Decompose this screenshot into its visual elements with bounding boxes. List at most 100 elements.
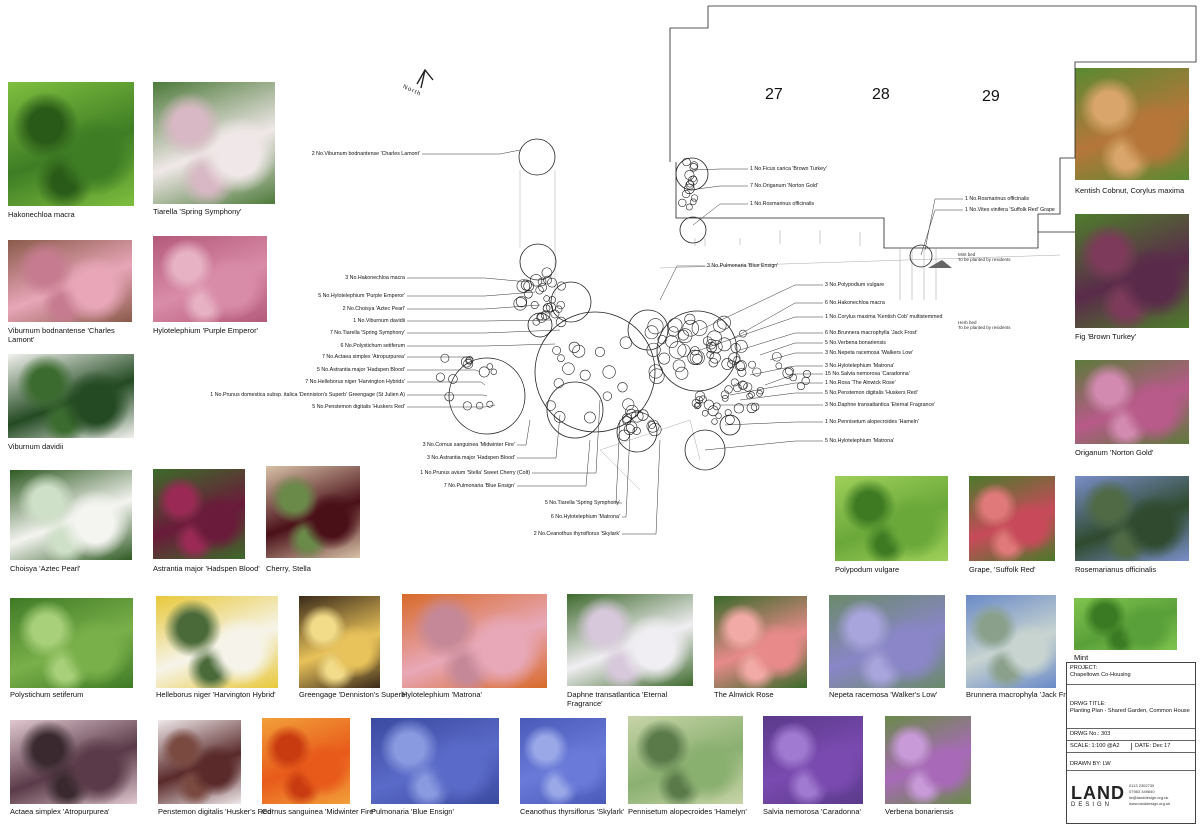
- leader-line: [689, 185, 748, 191]
- plant-symbol: [709, 352, 721, 364]
- leader-line: [407, 369, 481, 373]
- contact-details: 0113 2302730 07983 349840 lw@landdesign.…: [1129, 783, 1170, 807]
- plant-symbol: [490, 368, 497, 375]
- plan-label-left: 7 No.Tiarella 'Spring Symphony': [329, 330, 405, 336]
- plant-symbol: [707, 405, 719, 417]
- plant-symbol: [690, 175, 697, 182]
- plant-photo-ceanothus-thyrsiflorus-skylark: [520, 718, 606, 804]
- leader-line: [920, 209, 963, 256]
- plan-label-right: 6 No.Hakonechloa macra: [825, 300, 885, 306]
- plant-symbol: [694, 390, 706, 402]
- plant-photo-kentish-cobnut-corylus-maxima: [1075, 68, 1189, 180]
- building-outline: [669, 5, 1197, 249]
- drawing-number: DRWG No.: 303: [1067, 729, 1195, 741]
- plan-label-left: 3 No.Cornus sanguinea 'Midwinter Fire': [422, 442, 515, 448]
- plant-symbol: [648, 364, 663, 379]
- plant-photo-caption: Hylotelephium 'Purple Emperor': [153, 326, 258, 335]
- plan-label-left: 6 No.Polystichum setiferum: [340, 343, 405, 349]
- plan-label-left: 5 No.Tiarella 'Spring Symphony': [544, 500, 620, 506]
- plant-symbol: [772, 351, 782, 362]
- leader-line: [407, 343, 556, 347]
- plant-symbol: [658, 352, 671, 365]
- leader-line: [729, 382, 823, 396]
- plant-symbol: [706, 330, 723, 346]
- plan-label-left: 1 No.Prunus domestica subsp. italica 'De…: [210, 392, 405, 398]
- leader-line: [517, 414, 561, 459]
- plant-photo-caption: Penstemon digitalis 'Husker's Red': [158, 807, 273, 816]
- leader-line: [691, 168, 748, 171]
- plant-symbol: [523, 280, 535, 292]
- plant-symbol: [619, 336, 633, 349]
- plan-label-right: 1 No.Pennisetum alopecroides 'Hameln': [825, 419, 919, 425]
- drawing-title-row: DRWG TITLE: Planting Plan - Shared Garde…: [1067, 699, 1195, 729]
- plant-symbol: [622, 398, 635, 411]
- plant-photo-image: [153, 469, 245, 559]
- plant-photo-caption: Actaea simplex 'Atropurpurea': [10, 807, 110, 816]
- plant-symbol: [724, 414, 735, 425]
- north-arrow: [416, 68, 434, 89]
- plant-symbol: [736, 360, 747, 371]
- plant-symbol: [748, 360, 756, 369]
- plant-photo-caption: Pulmonaria 'Blue Ensign': [371, 807, 454, 816]
- plant-photo-helleborus-niger-harvington-hybrid: [156, 596, 278, 688]
- plant-photo-image: [763, 716, 863, 804]
- plan-label-left: 5 No.Astrantia major 'Hadspen Blood': [317, 367, 405, 373]
- plant-photo-caption: Verbena bonariensis: [885, 807, 954, 816]
- house-number-27: 27: [765, 86, 783, 103]
- plant-symbol: [556, 281, 566, 291]
- plant-symbol: [618, 429, 630, 441]
- plant-symbol: [739, 381, 748, 390]
- plant-photo-fig-brown-turkey: [1075, 214, 1189, 328]
- plant-symbol: [435, 372, 445, 382]
- plan-label-left: 7 No.Pulmonaria 'Blue Ensign': [443, 483, 515, 489]
- leader-line: [407, 404, 496, 408]
- plant-symbol: [717, 315, 731, 330]
- plant-photo-hylotelephium-purple-emperor: [153, 236, 267, 322]
- plant-symbol: [672, 359, 686, 373]
- plant-photo-caption: Tiarella 'Spring Symphony': [153, 207, 242, 216]
- leader-line: [532, 399, 601, 474]
- plant-photo-rosemarianus-officinalis: [1075, 476, 1189, 561]
- plan-label-right: 3 No.Hylotelephium 'Matrona': [825, 363, 895, 369]
- project-row: PROJECT: Chapeltown Co-Housing: [1067, 663, 1195, 685]
- plant-photo-image: [567, 594, 693, 686]
- plant-photo-tiarella-spring-symphony: [153, 82, 275, 204]
- plant-photo-grape-suffolk-red: [969, 476, 1055, 561]
- plant-symbol: [547, 277, 557, 288]
- plant-symbol: [728, 352, 741, 365]
- date-value: DATE: Dec 17: [1131, 743, 1170, 750]
- leader-line: [407, 381, 486, 386]
- plant-symbol: [572, 344, 586, 358]
- leader-line: [615, 419, 622, 504]
- plant-photo-caption: Cornus sanguinea 'Midwinter Fire': [262, 807, 375, 816]
- herb-bed-note: Herb bed To be planted by residents: [958, 320, 1011, 330]
- plan-label-right: 3 No.Nepeta racemosa 'Walkers Low': [825, 350, 914, 356]
- plant-symbol: [555, 316, 567, 328]
- plant-photo-mint: [1074, 598, 1177, 650]
- plant-photo-hylotelephium-matrona: [402, 594, 547, 688]
- plant-symbol: [721, 395, 729, 402]
- contact-email: lw@landdesign.org.uk: [1129, 795, 1169, 800]
- leader-line: [517, 439, 591, 487]
- plant-symbol: [647, 318, 664, 335]
- plant-photo-image: [885, 716, 971, 804]
- plant-symbol: [686, 180, 694, 188]
- plant-symbol: [733, 403, 744, 414]
- plant-photo-caption: Viburnum davidii: [8, 442, 64, 451]
- plant-symbol: [537, 277, 547, 287]
- plant-symbol: [756, 386, 765, 395]
- plant-symbol: [733, 383, 742, 393]
- plan-label-left: 1 No.Viburnum davidii: [353, 318, 405, 324]
- plant-symbol: [667, 317, 683, 333]
- house-number-29: 29: [982, 88, 1000, 105]
- plant-symbol: [737, 367, 747, 377]
- plant-symbol: [694, 401, 702, 409]
- plant-photo-daphne-transatlantica-eternal-fragrance: [567, 594, 693, 686]
- contact-phone: 0113 2302730: [1129, 783, 1155, 788]
- plant-symbol: [678, 198, 687, 208]
- plant-symbol: [690, 346, 700, 356]
- plant-symbol: [548, 296, 556, 304]
- plant-photo-caption: Ceanothus thyrsiflorus 'Skylark': [520, 807, 625, 816]
- plan-label-left: 2 No.Ceanothus thyrsiflorus 'Skylark': [533, 531, 620, 537]
- plant-photo-caption: Viburnum bodnantense 'Charles Lamont': [8, 326, 115, 344]
